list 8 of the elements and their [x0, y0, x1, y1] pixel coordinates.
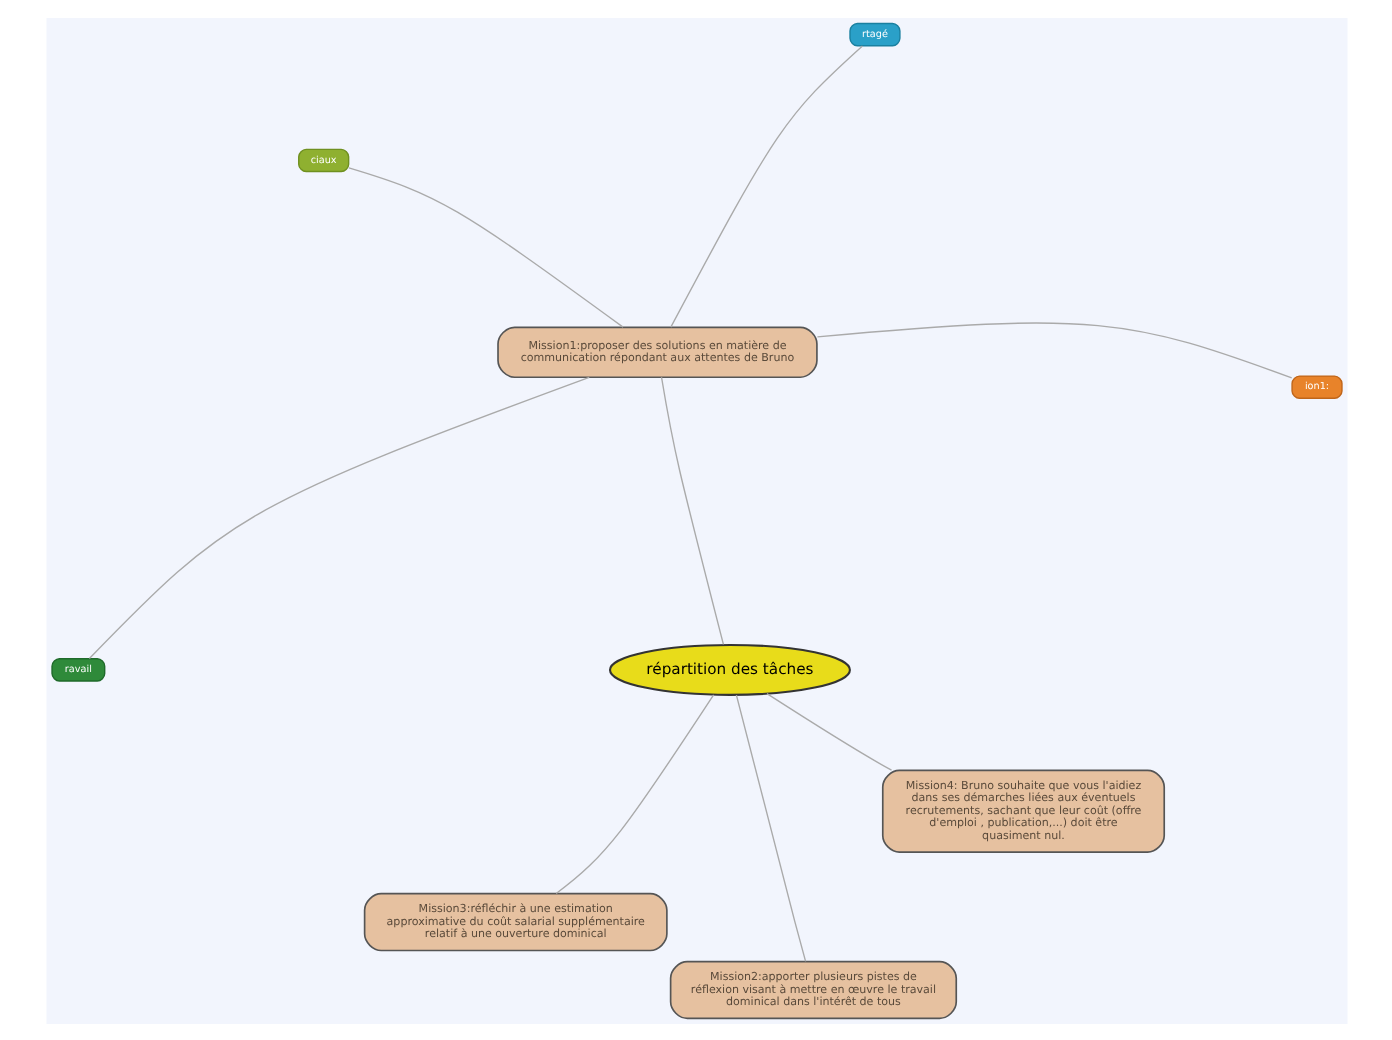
connector — [87, 375, 589, 659]
connector — [659, 375, 724, 645]
connector — [669, 44, 863, 327]
connector — [554, 693, 714, 894]
connector — [734, 693, 806, 961]
connector — [815, 321, 1292, 378]
connector — [765, 692, 892, 770]
connector — [347, 166, 623, 327]
